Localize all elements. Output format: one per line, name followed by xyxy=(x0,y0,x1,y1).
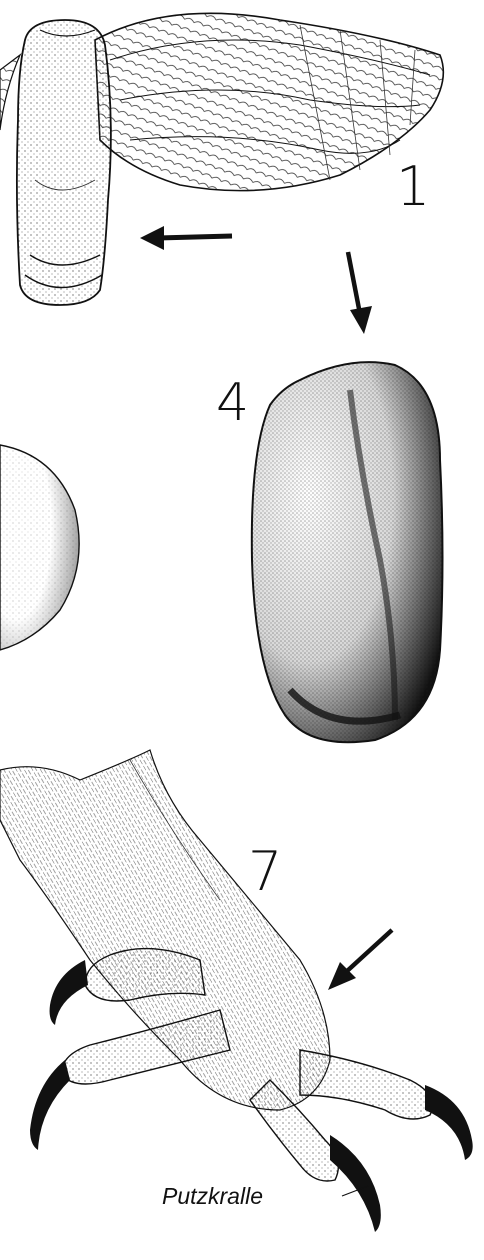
pellet-figure: 4 xyxy=(216,362,443,742)
egg-figure xyxy=(0,445,79,650)
owl-wing xyxy=(95,13,443,190)
arrow-left-icon xyxy=(140,226,232,250)
figure-number-7: 7 xyxy=(248,840,282,903)
claw-icon xyxy=(30,1060,70,1150)
claw-icon xyxy=(50,960,88,1025)
claw-icon xyxy=(330,1135,381,1232)
arrow-down-left-icon xyxy=(328,930,392,990)
toe-right xyxy=(300,1050,433,1119)
figure-number-4: 4 xyxy=(216,373,249,433)
owl-figure: 1 xyxy=(0,13,443,334)
claw-icon xyxy=(425,1085,473,1160)
owl-body xyxy=(17,20,111,305)
claw-label: Putzkralle xyxy=(162,1183,263,1209)
arrow-down-icon xyxy=(348,252,372,334)
foot-figure: 7 Putzkralle xyxy=(0,750,473,1232)
figure-number-1: 1 xyxy=(396,155,430,218)
